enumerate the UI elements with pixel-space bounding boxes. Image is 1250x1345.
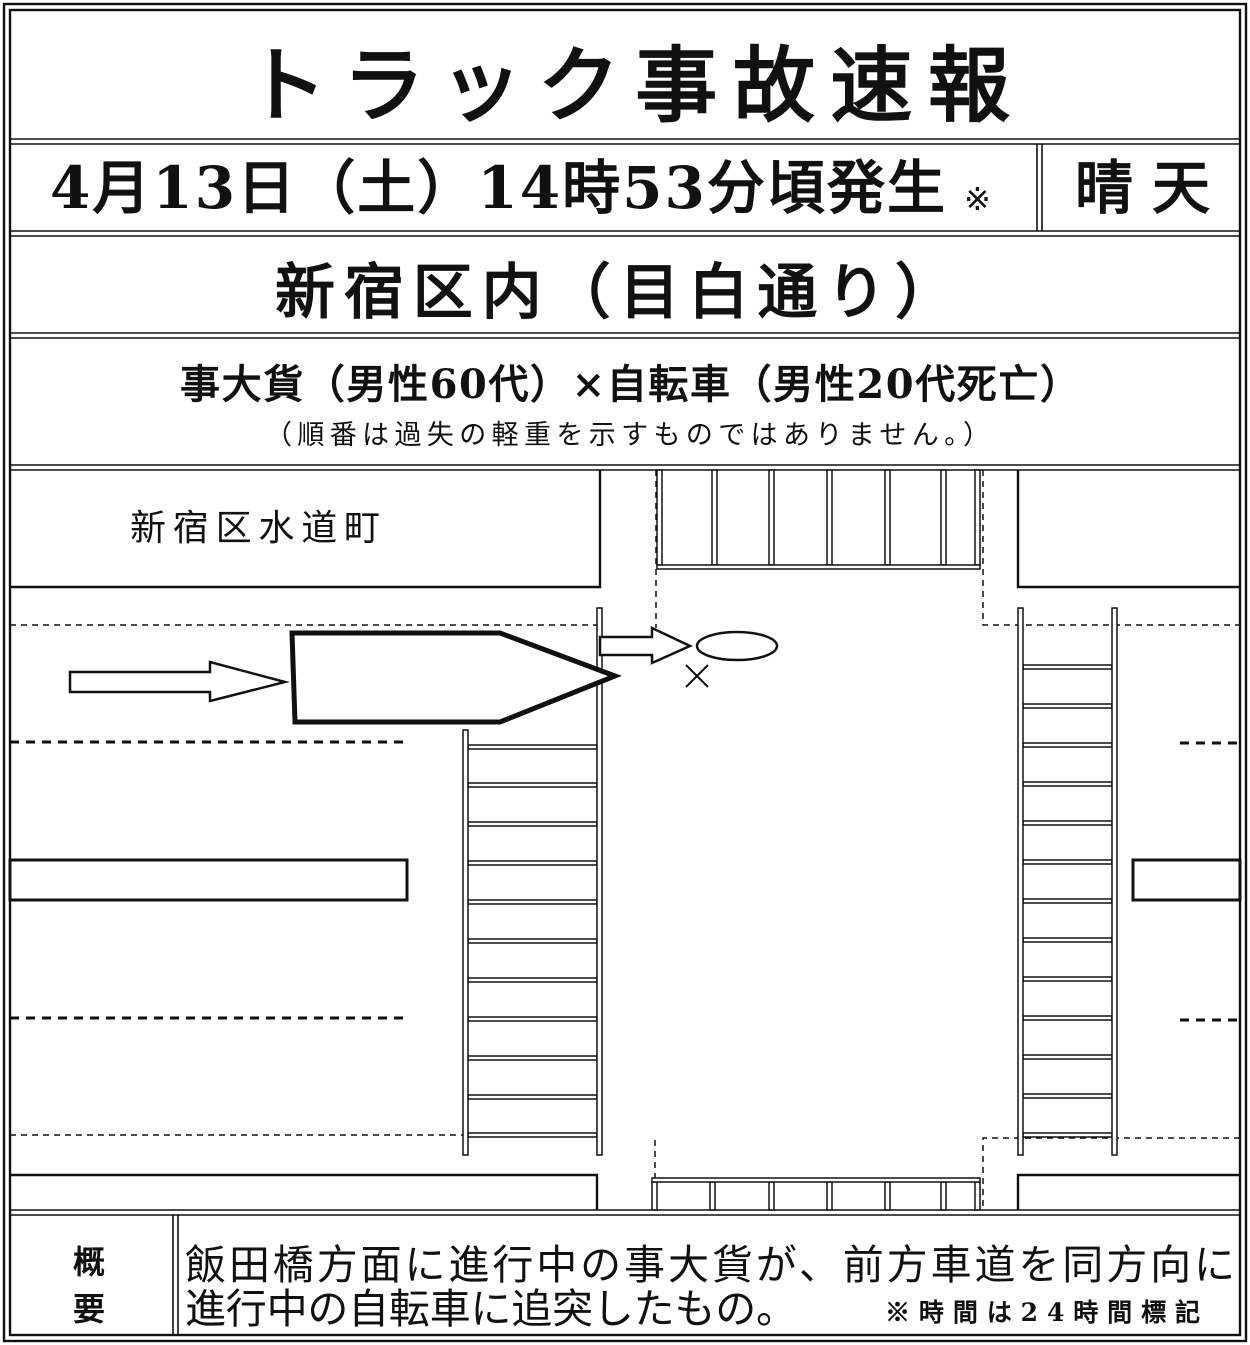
crosswalk-stripe (1022, 1054, 1113, 1060)
crosswalk-stripe (826, 469, 833, 566)
occurrence-datetime: 4月13日（土）14時53分頃発生 (50, 154, 945, 222)
summary-label-char: 要 (73, 1290, 105, 1328)
summary-label-char: 概 (73, 1243, 105, 1281)
summary-text-line: 進行中の自転車に追突したもの。 (185, 1285, 797, 1333)
crosswalk-rail (651, 1177, 981, 1183)
crosswalk-stripe (467, 744, 598, 750)
crosswalk-stripe (467, 938, 598, 944)
impact-point-cross-icon (685, 664, 709, 688)
location-row-divider (10, 332, 1240, 339)
crosswalk-stripe (1022, 664, 1113, 670)
crosswalk-stripe (1022, 937, 1113, 943)
crosswalk-north (656, 469, 981, 570)
inner-border (8, 8, 1242, 1337)
crosswalk-stripe (1022, 976, 1113, 982)
crosswalk-stripe (467, 782, 598, 788)
crosswalk-stripe (974, 1181, 981, 1211)
weather-cell-divider (1036, 144, 1043, 231)
crosswalk-stripe (1022, 1093, 1113, 1099)
crosswalk-stripe (656, 469, 663, 566)
crosswalk-stripe (884, 1181, 891, 1211)
crosswalk-rail (1111, 607, 1118, 1156)
building-block-southeast (1016, 1173, 1240, 1210)
summary-label-divider (172, 1215, 179, 1335)
crosswalk-south (651, 1177, 981, 1211)
crosswalk-stripe (709, 1181, 716, 1211)
parties-order-note: （順番は過失の軽重を示すものではありません。） (265, 420, 990, 451)
crosswalk-east (1017, 607, 1118, 1156)
parties-row-divider (10, 464, 1240, 471)
crosswalk-stripe (1022, 859, 1113, 865)
crosswalk-stripe (1022, 1132, 1113, 1138)
involved-parties: 事大貨（男性60代）×自転車（男性20代死亡） (180, 361, 1080, 408)
roadway-edge-line-north-east (982, 470, 1240, 626)
crosswalk-stripe (467, 1016, 598, 1022)
crosswalk-stripe (467, 1132, 598, 1138)
crosswalk-stripe (467, 977, 598, 983)
crosswalk-stripe (1022, 1015, 1113, 1021)
crosswalk-west (462, 607, 603, 1156)
crosswalk-stripe (467, 860, 598, 866)
building-block-northwest (10, 470, 602, 589)
crosswalk-stripe (1022, 703, 1113, 709)
crosswalk-rail (596, 607, 603, 1156)
crosswalk-stripe (768, 1181, 775, 1211)
center-median-west (8, 858, 409, 902)
crosswalk-stripe (1022, 820, 1113, 826)
roadway-edge-line-south-east (982, 1137, 1240, 1210)
truck-icon (289, 630, 622, 725)
crosswalk-stripe (1022, 898, 1113, 904)
crosswalk-rail (656, 564, 981, 570)
crosswalk-stripe (826, 1181, 833, 1211)
crosswalk-stripe (940, 1181, 947, 1211)
bicycle-icon (695, 630, 779, 662)
crosswalk-stripe (651, 1181, 658, 1211)
crosswalk-rail (1017, 607, 1024, 1156)
crosswalk-stripe (884, 469, 891, 566)
crosswalk-stripe (467, 1094, 598, 1100)
crosswalk-stripe (467, 899, 598, 905)
crosswalk-stripe (974, 469, 981, 566)
crosswalk-stripe (940, 469, 947, 566)
crosswalk-stripe (467, 1055, 598, 1061)
crosswalk-stripe (711, 469, 718, 566)
crosswalk-stripe (768, 469, 775, 566)
crosswalk-stripe (1022, 742, 1113, 748)
diagram-row-divider (10, 1209, 1240, 1216)
crosswalk-stripe (467, 821, 598, 827)
datetime-reference-mark: ※ (964, 180, 991, 218)
building-block-northeast (1016, 470, 1240, 589)
building-block-southwest (10, 1173, 599, 1210)
datetime-row-divider (10, 230, 1240, 237)
crosswalk-rail (462, 729, 469, 1156)
crosswalk-stripe (1022, 781, 1113, 787)
bicycle-direction-arrow-icon (598, 626, 693, 665)
truck-direction-arrow-icon (68, 660, 290, 703)
title-row-divider (10, 138, 1240, 145)
center-median-east (1131, 858, 1242, 902)
